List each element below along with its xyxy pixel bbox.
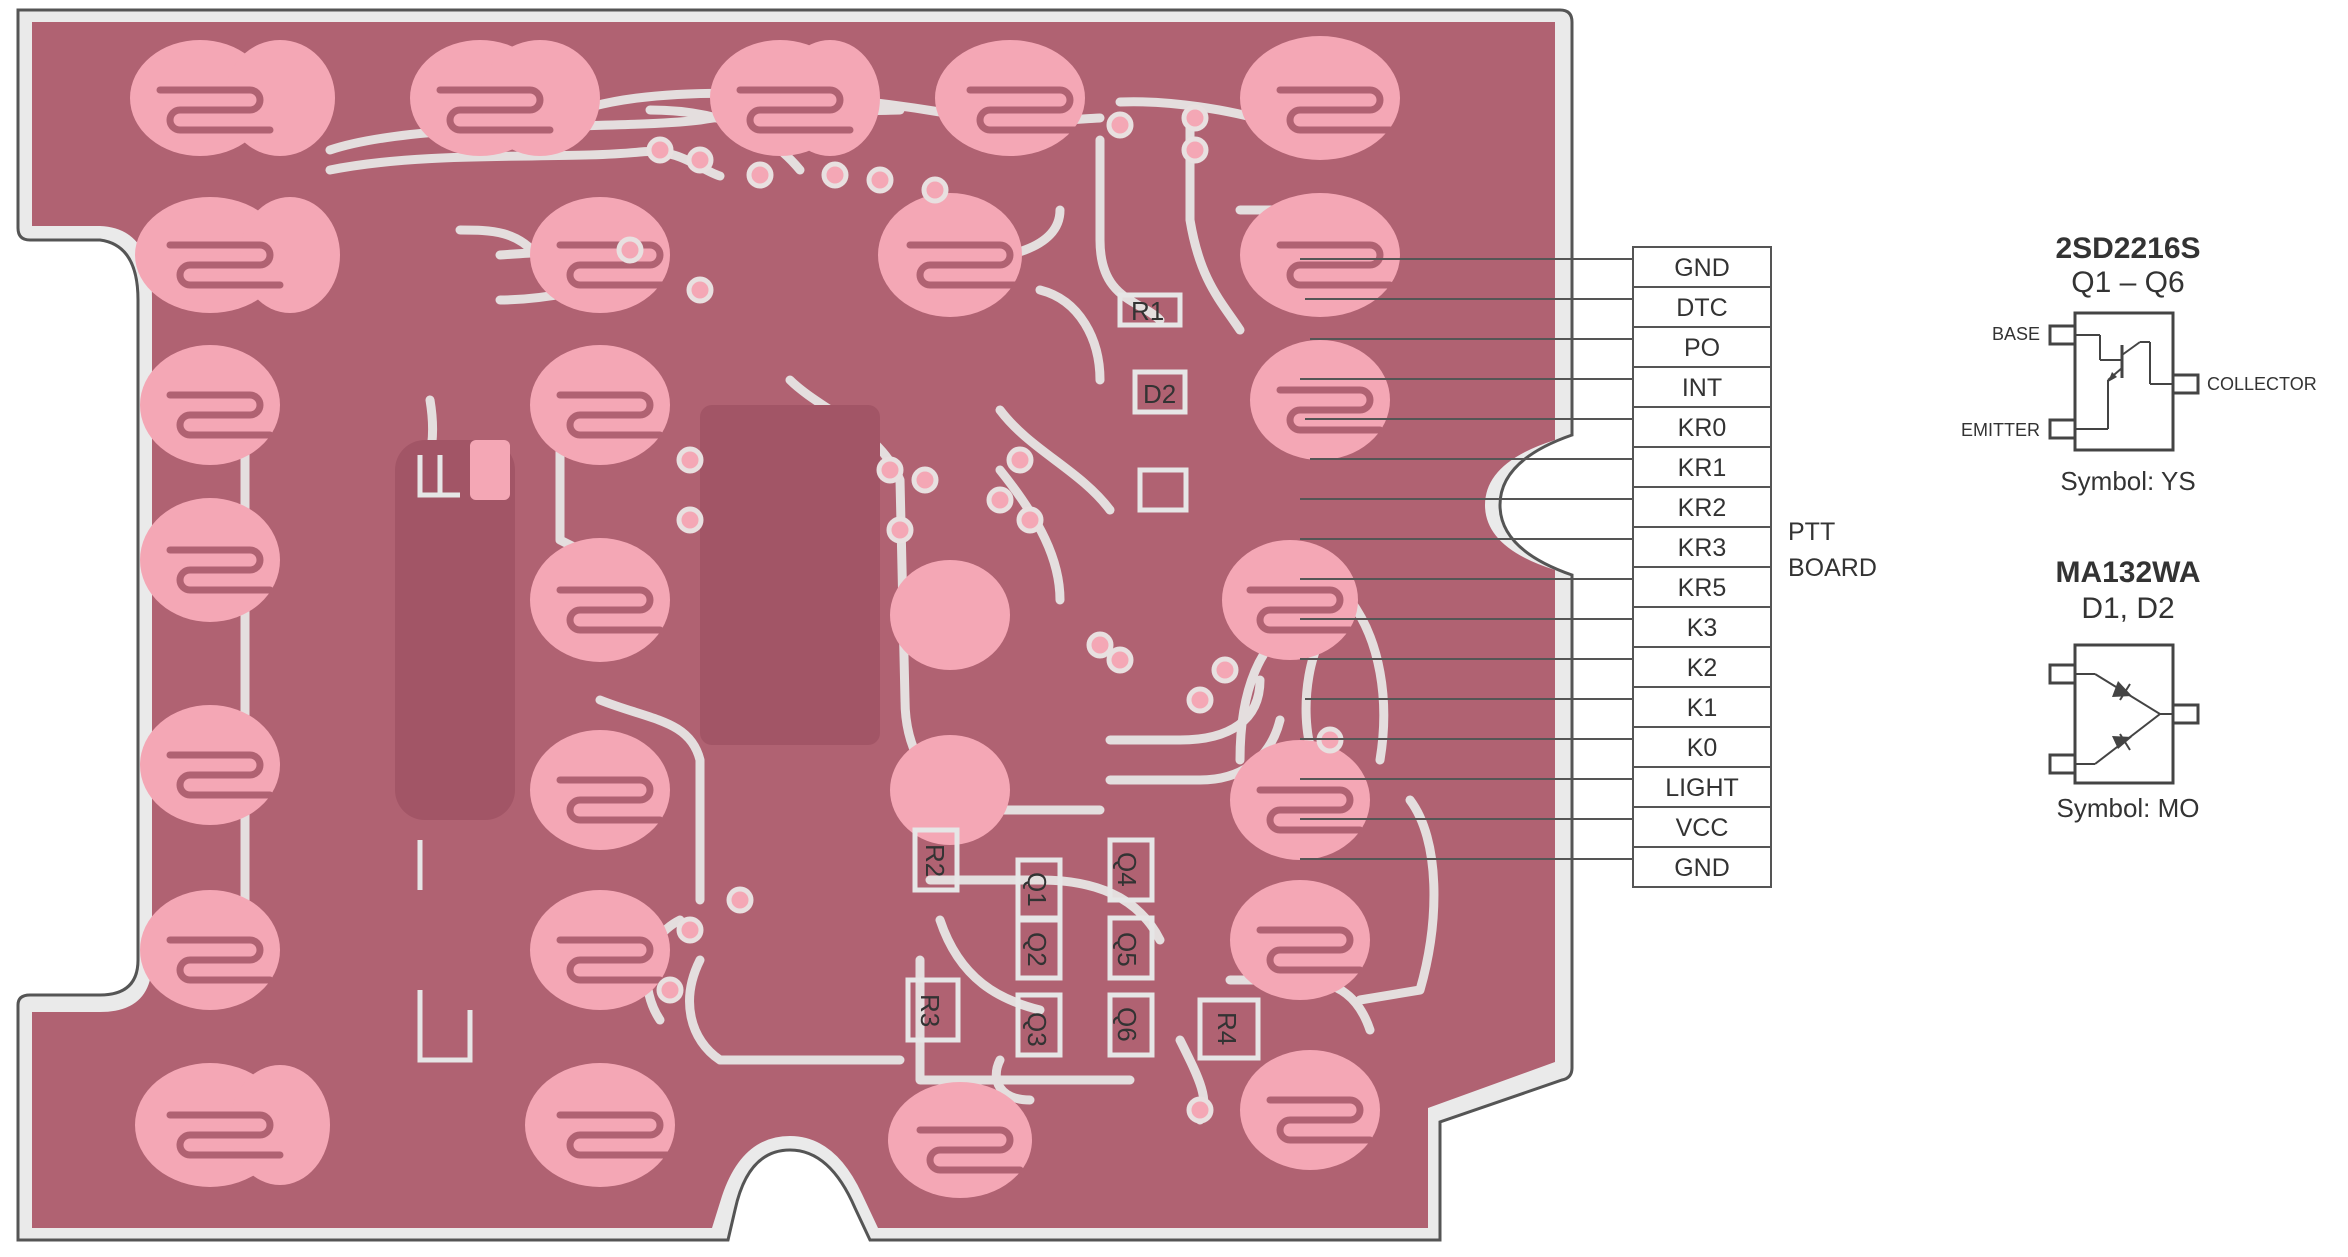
connector-leader-lines [1300,258,1633,860]
pin-label: INT [1682,374,1722,402]
pcb-contact-patterns [156,86,1394,1174]
pin-label: KR3 [1678,534,1727,562]
dual-diode-icon [2048,643,2200,785]
pin-label: K3 [1687,614,1718,642]
pcb-board: R1 D2 R2 R3 R4 Q1 Q2 Q3 Q4 Q5 Q6 [16,8,1574,1242]
pin-label: GND [1674,254,1730,282]
ref-label: R1 [1131,296,1164,326]
pin-label: KR1 [1678,454,1727,482]
ref-label: Q1 [1022,872,1052,907]
ref-label: D2 [1143,379,1176,409]
ref-label: Q5 [1112,932,1142,967]
ref-label: R3 [915,994,945,1027]
pin-label: K1 [1687,694,1718,722]
ptt-board-label-line2: BOARD [1788,554,1877,582]
ref-label: Q4 [1112,852,1142,887]
pin-label: K2 [1687,654,1718,682]
ref-label: Q3 [1022,1012,1052,1047]
emitter-pin-label: EMITTER [1961,420,2040,440]
transistor-symbol-code: Symbol: YS [2060,466,2195,496]
ref-label: Q6 [1112,1007,1142,1042]
pcb-silkscreen [417,292,1261,1063]
pin-label: GND [1674,854,1730,882]
pin-label: PO [1684,334,1720,362]
pin-label: KR5 [1678,574,1727,602]
pin-label: LIGHT [1665,774,1739,802]
base-pin-label: BASE [1992,324,2040,344]
transistor-part-number: 2SD2216S [2055,232,2200,265]
ptt-board-label-line1: PTT [1788,518,1835,546]
ref-label: R2 [920,844,950,877]
pin-label: DTC [1676,294,1727,322]
pin-label: VCC [1676,814,1729,842]
diode-symbol-code: Symbol: MO [2056,793,2199,823]
pcb-vias [616,104,1344,1124]
pin-label: K0 [1687,734,1718,762]
diode-part-number: MA132WA [2055,556,2200,589]
pin-label: KR2 [1678,494,1727,522]
npn-transistor-icon [2048,311,2200,452]
transistor-refs: Q1 – Q6 [2071,266,2184,299]
ref-label: Q2 [1022,932,1052,967]
diode-refs: D1, D2 [2081,592,2174,625]
pcb-ref-labels: R1 D2 R2 R3 R4 Q1 Q2 Q3 Q4 Q5 Q6 [915,296,1242,1047]
diode-legend: MA132WA D1, D2 Symbol: MO [2048,556,2201,823]
ref-label: R4 [1212,1012,1242,1045]
transistor-legend: 2SD2216S Q1 – Q6 BASE EMITTER CO [1961,232,2317,496]
collector-pin-label: COLLECTOR [2207,374,2317,394]
pin-label: KR0 [1678,414,1727,442]
